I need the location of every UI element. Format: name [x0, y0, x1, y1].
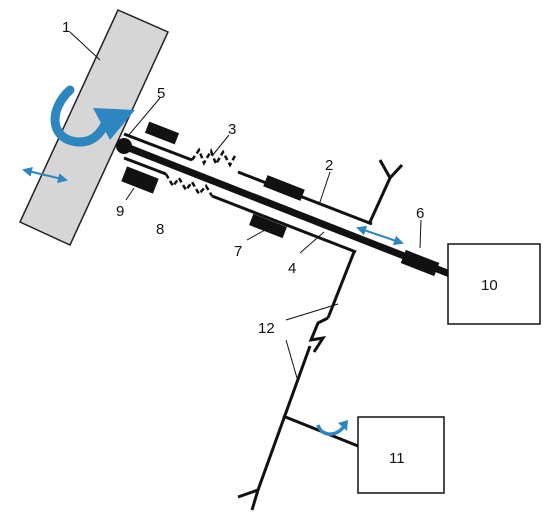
- rotation-arrow-head-icon: [93, 108, 135, 140]
- lower-spring: [164, 173, 214, 197]
- bearing-5: [144, 121, 180, 145]
- leader-2: [318, 171, 331, 206]
- tube-lower-wall-a: [123, 156, 167, 176]
- label-9: 9: [116, 203, 124, 220]
- label-2: 2: [325, 157, 333, 174]
- leader-7: [246, 229, 266, 241]
- plate: [19, 9, 170, 246]
- universal-joint-icon: [308, 316, 329, 353]
- leader-6: [419, 219, 422, 249]
- tube-upper-wall-a: [123, 132, 193, 162]
- label-5: 5: [157, 85, 165, 102]
- label-4: 4: [288, 260, 296, 277]
- leader-12-a: [285, 303, 339, 321]
- box-11: [357, 416, 445, 494]
- shaft-end-ball: [116, 138, 132, 154]
- box-10: [447, 243, 541, 325]
- label-1: 1: [62, 19, 70, 36]
- label-7: 7: [234, 243, 242, 260]
- label-10: 10: [481, 277, 498, 294]
- label-6: 6: [416, 205, 424, 222]
- plate-translation-arrow-icon: [22, 166, 68, 184]
- bearing-9: [121, 166, 159, 194]
- small-rotation-arrowhead-icon: [338, 420, 348, 431]
- bearing-7: [249, 213, 287, 239]
- shaft-translation-arrow-icon: [356, 225, 404, 246]
- lower-fork-icon: [237, 487, 261, 511]
- leader-12-b: [285, 339, 298, 379]
- upper-branch: [368, 177, 392, 223]
- label-11: 11: [389, 450, 405, 467]
- rotation-arrow-icon: [50, 85, 113, 147]
- small-rotation-arrow-icon: [316, 424, 346, 436]
- drive-line-upper: [326, 251, 356, 319]
- leader-4: [299, 231, 325, 254]
- upper-fork-icon: [378, 159, 404, 181]
- leader-1: [69, 31, 101, 61]
- leader-9: [125, 187, 135, 201]
- leader-5: [127, 97, 161, 137]
- leader-3: [211, 134, 230, 157]
- tube-upper-wall-b: [237, 170, 373, 226]
- label-3: 3: [228, 121, 236, 138]
- bearing-mid: [263, 175, 305, 201]
- bearing-6: [400, 249, 440, 277]
- label-8: 8: [156, 221, 164, 238]
- tube-lower-wall-b: [211, 194, 357, 254]
- upper-spring: [190, 147, 238, 168]
- inner-shaft: [122, 142, 457, 280]
- label-12: 12: [258, 320, 275, 337]
